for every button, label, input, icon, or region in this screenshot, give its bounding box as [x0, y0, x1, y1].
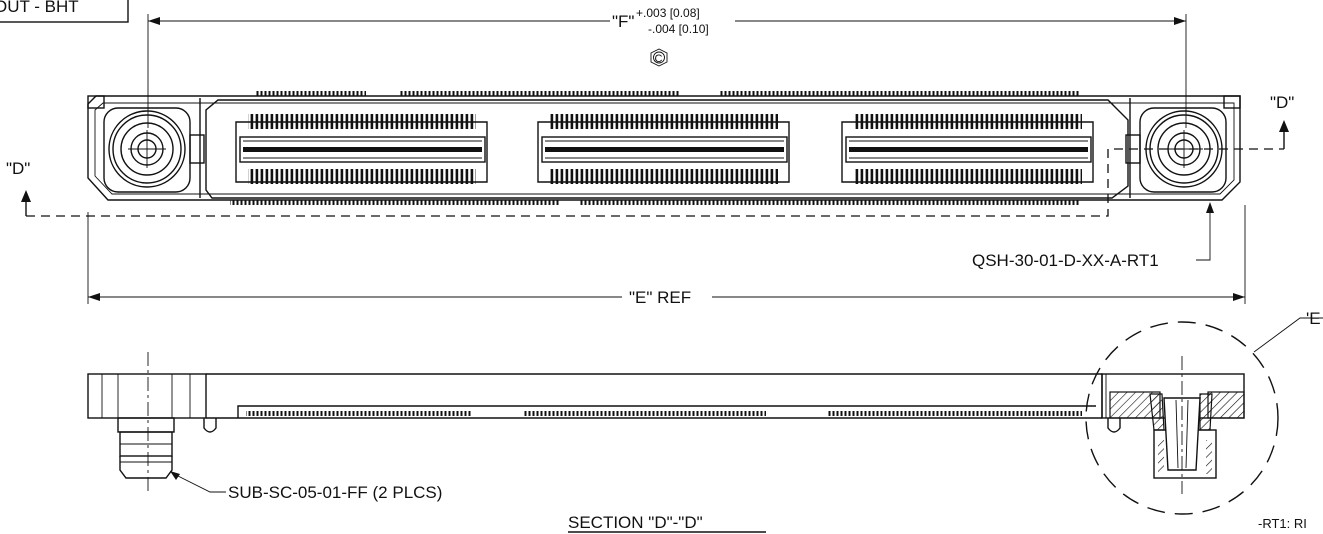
contact-row-1 — [235, 114, 488, 184]
datum-c-symbol: C — [650, 48, 668, 67]
section-title: SECTION "D"-"D" — [568, 513, 766, 533]
standoff-right-section — [1109, 356, 1245, 494]
detail-circle — [1085, 321, 1279, 515]
screw-boss-left — [103, 107, 191, 193]
hardware-callout: SUB-SC-05-01-FF (2 PLCS) — [170, 471, 442, 502]
screw-boss-right — [1139, 107, 1227, 193]
section-marker-right: "D" — [1270, 93, 1294, 112]
section-cut-line: "D" "D" — [6, 93, 1294, 217]
part-callout-text: QSH-30-01-D-XX-A-RT1 — [972, 251, 1159, 270]
part-callout: QSH-30-01-D-XX-A-RT1 — [972, 202, 1214, 270]
standoff-left — [117, 352, 175, 494]
dimension-f: "F" +.003 [0.08] -.004 [0.10] — [147, 6, 1187, 128]
title-box: OUT - BHT — [0, 0, 129, 23]
dimension-f-label: "F" — [612, 12, 634, 31]
hardware-callout-text: SUB-SC-05-01-FF (2 PLCS) — [228, 483, 442, 502]
contact-row-2 — [537, 114, 790, 184]
dimension-e: "E" REF — [87, 205, 1246, 307]
title-box-text: OUT - BHT — [0, 0, 79, 16]
section-title-text: SECTION "D"-"D" — [568, 513, 703, 532]
connector-section-view: 'E — [87, 309, 1323, 515]
dimension-e-label: "E" REF — [629, 288, 691, 307]
dimension-f-tol-plus: +.003 [0.08] — [636, 6, 700, 20]
section-marker-left: "D" — [6, 159, 30, 178]
dimension-f-tol-minus: -.004 [0.10] — [648, 22, 709, 36]
connector-top-view — [87, 91, 1241, 205]
detail-marker: 'E — [1306, 309, 1321, 328]
contact-row-3 — [841, 114, 1094, 184]
note-fragment: -RT1: RI — [1258, 516, 1307, 531]
datum-c-letter: C — [655, 53, 663, 65]
